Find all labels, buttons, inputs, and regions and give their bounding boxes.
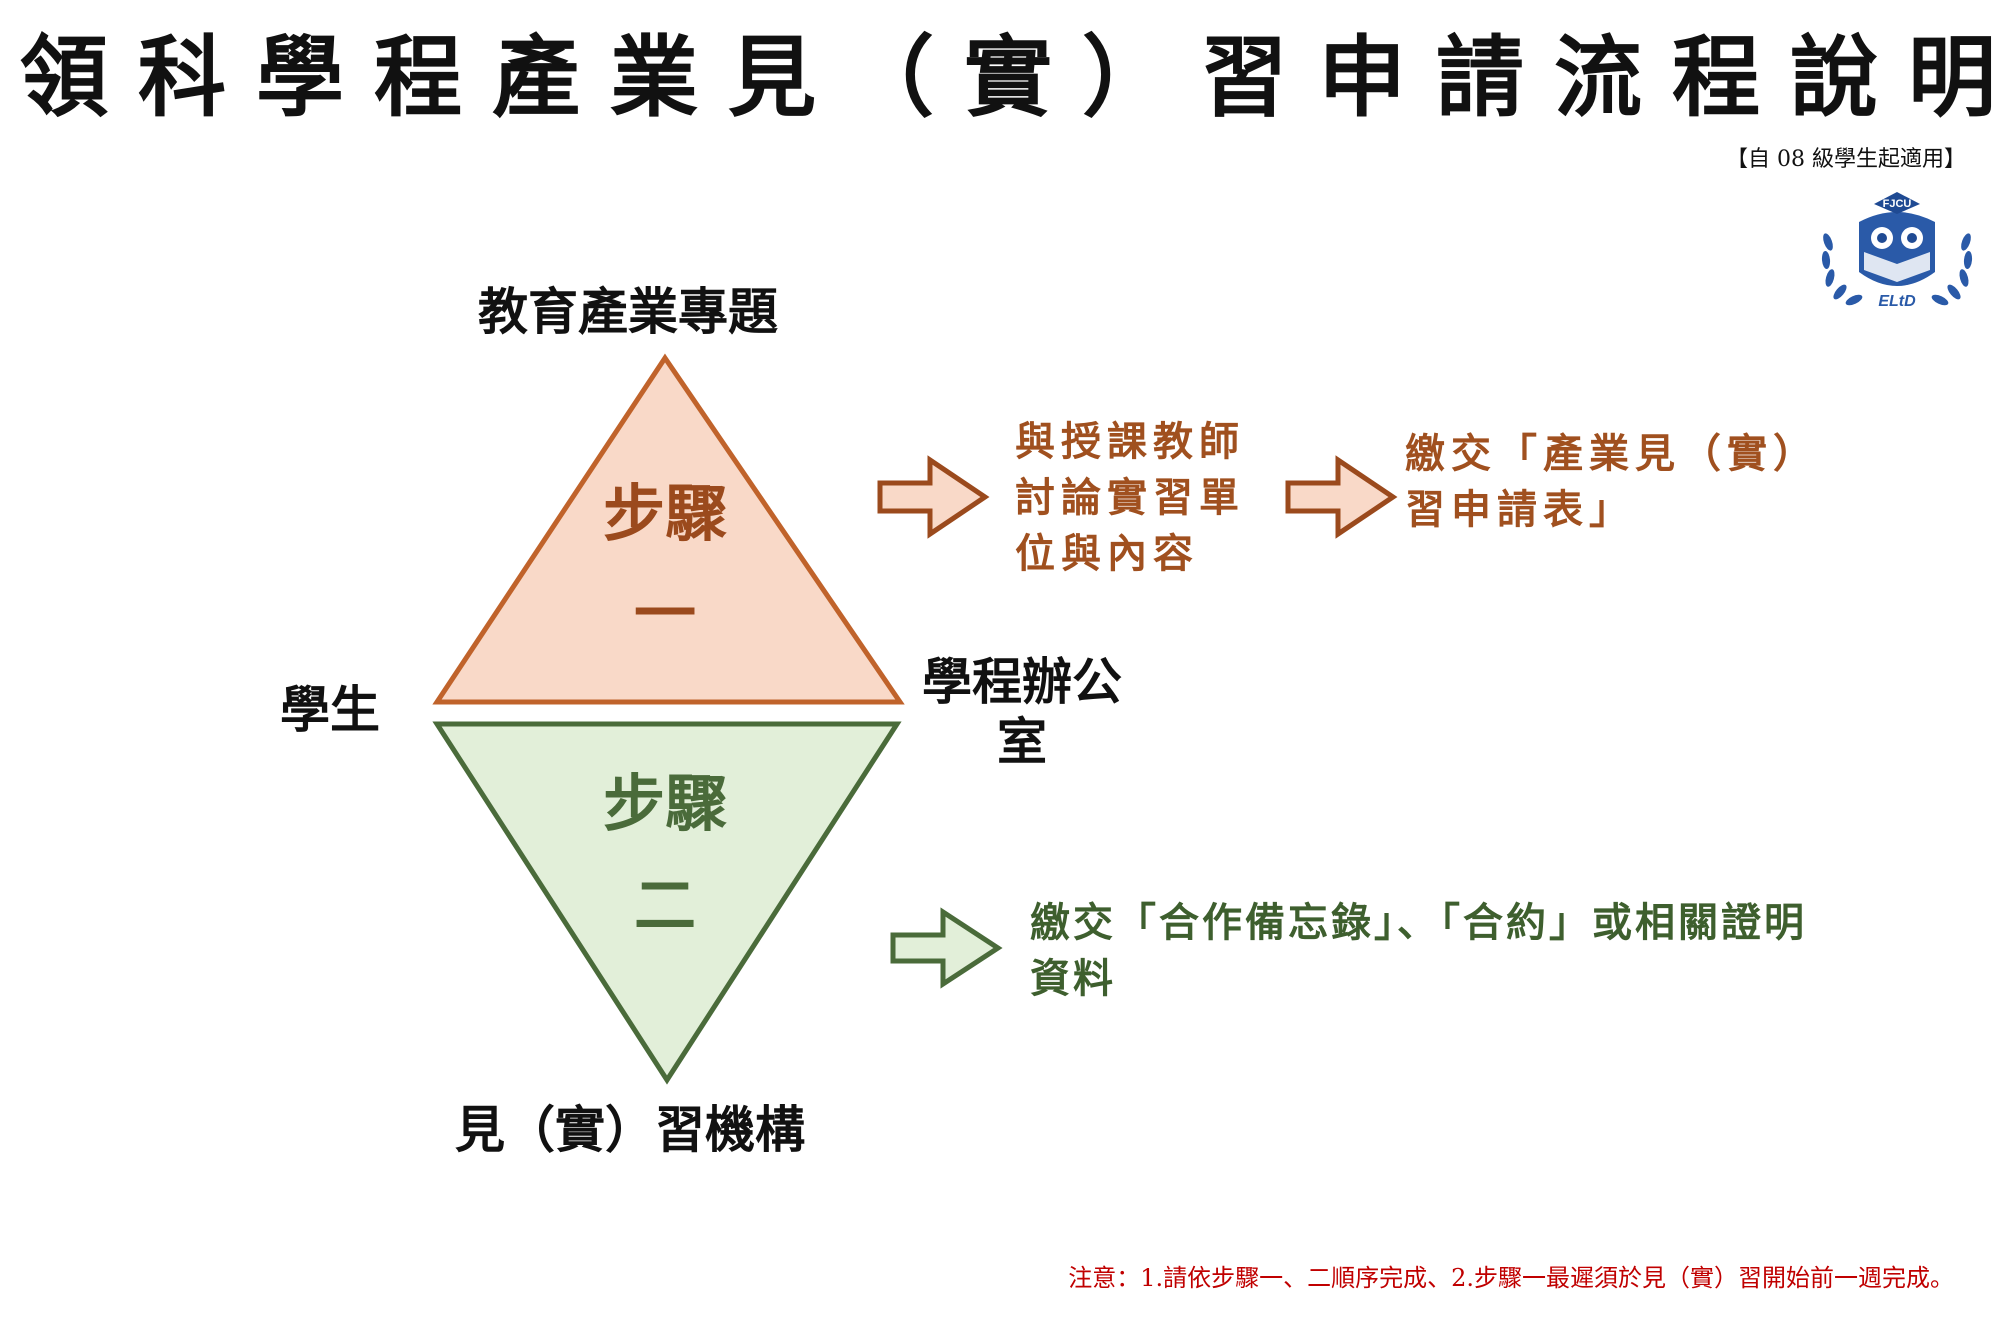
footer-note: 注意：1.請依步驟一、二順序完成、2.步驟一最遲須於見（實）習開始前一週完成。	[1068, 1264, 1954, 1292]
step1-title: 步驟	[602, 477, 727, 550]
step2-title: 步驟	[602, 767, 727, 840]
arrow-step2-to-action	[890, 907, 1003, 989]
step2-action-submit-docs: 繳交「合作備忘錄」、「合約」或相關證明資料	[1030, 899, 1807, 1002]
step1-action-discuss: 與授課教師討論實習單位與內容	[1015, 418, 1245, 577]
logo-top-text: FJCU	[1883, 198, 1912, 210]
step2-number: 二	[633, 869, 696, 942]
applicability-note: 【自 08 級學生起適用】	[1726, 147, 1966, 172]
fjcu-eltd-logo: FJCU ELtD	[1821, 192, 1973, 310]
step2-triangle	[432, 721, 902, 1085]
step1-action-submit-form: 繳交「產業見（實）習申請表」	[1405, 430, 1819, 533]
arrow-step1-to-action1	[877, 455, 990, 539]
arrow-action1-to-action2	[1285, 455, 1398, 539]
vertex-label-right: 學程辦公室	[922, 652, 1122, 771]
vertex-label-left: 學生	[280, 680, 380, 739]
vertex-label-top: 教育產業專題	[478, 282, 778, 341]
page-title: 領科學程產業見（實）習申請流程說明	[20, 25, 1994, 129]
step1-number: 一	[633, 577, 696, 650]
vertex-label-bottom: 見（實）習機構	[455, 1100, 805, 1159]
step1-triangle	[432, 353, 905, 705]
logo-bottom-text: ELtD	[1878, 293, 1916, 310]
